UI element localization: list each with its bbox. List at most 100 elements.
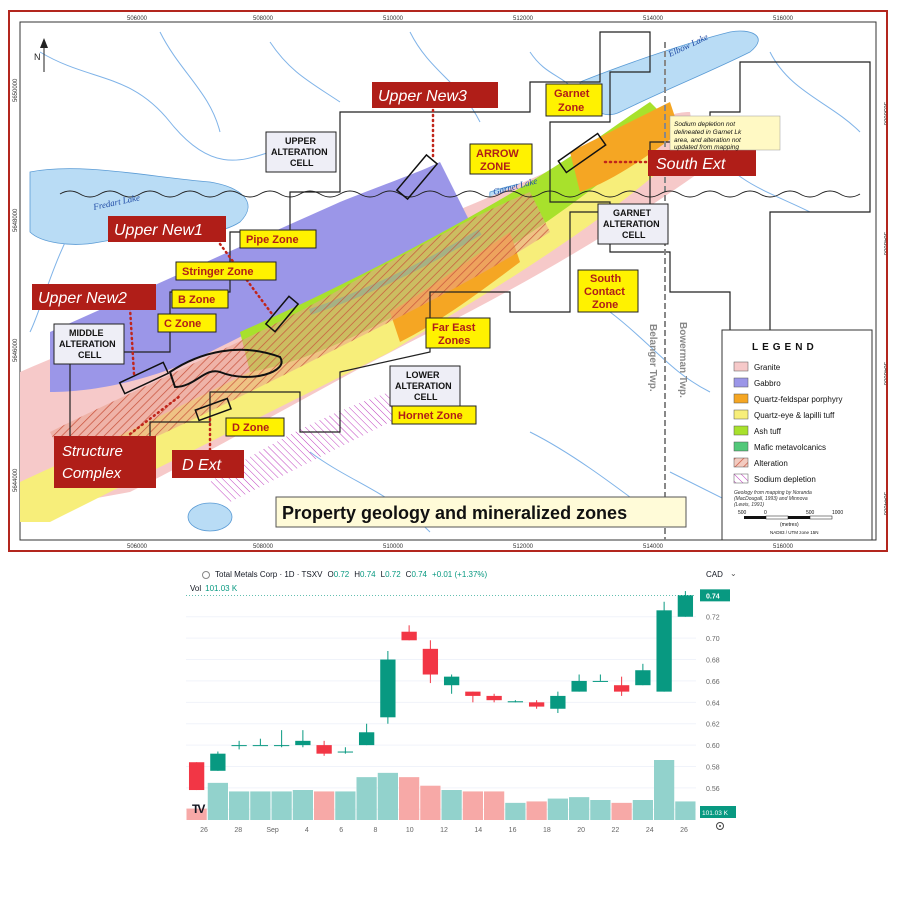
ohlc-open: 0.72 xyxy=(333,570,350,579)
settings-icon[interactable] xyxy=(716,822,724,830)
zone-arrow-line1: ARROW xyxy=(476,148,519,160)
candle-body xyxy=(656,610,672,692)
volume-badge xyxy=(700,806,736,818)
price-chart[interactable]: 0.540.560.580.600.620.640.660.680.700.72… xyxy=(182,566,742,840)
x-tick-label: 8 xyxy=(373,827,377,834)
cell-upper-line1: UPPER xyxy=(285,136,317,146)
callout-structure-complex xyxy=(54,436,156,488)
ohlc-close: 0.74 xyxy=(411,570,428,579)
cell-lower-line3: CELL xyxy=(414,392,438,402)
zone-south-contact-line2: Contact xyxy=(584,286,625,298)
cell-middle-line3: CELL xyxy=(78,350,102,360)
easting-label: 506000 xyxy=(127,16,148,22)
volume-bar xyxy=(399,777,420,820)
legend-source-line2: (MacDougall, 1993) and Minnova xyxy=(734,496,808,502)
legend-swatch-quartz-eye xyxy=(733,409,749,420)
northing-label: 5648000 xyxy=(882,232,886,256)
x-tick-label: 26 xyxy=(680,827,688,834)
legend-label: Ash tuff xyxy=(754,427,782,436)
northing-label: 5650000 xyxy=(882,102,886,126)
chevron-down-icon[interactable]: ⌄ xyxy=(730,569,737,578)
zone-stringer-label: Stringer Zone xyxy=(182,266,254,278)
symbol-title[interactable]: Total Metals Corp · 1D · TSXV xyxy=(215,570,323,579)
chart-header: Total Metals Corp · 1D · TSXV O0.72 H0.7… xyxy=(202,570,487,579)
candle-body xyxy=(316,745,332,754)
volume-bar xyxy=(186,808,207,820)
easting-label: 516000 xyxy=(773,544,794,550)
upper-new1-box xyxy=(264,295,300,333)
township-label: Bowerman Twp. xyxy=(677,322,688,398)
easting-label: 506000 xyxy=(127,544,148,550)
small-lake xyxy=(187,502,233,532)
x-tick-label: 28 xyxy=(234,827,242,834)
candle-body xyxy=(380,659,396,718)
symbol-icon xyxy=(202,570,210,579)
callout-d-ext-label: D Ext xyxy=(182,457,222,474)
zone-d xyxy=(225,417,285,437)
candle-body xyxy=(295,740,311,746)
scale-tick: 0 xyxy=(764,510,767,516)
callout-d-ext xyxy=(172,450,244,478)
ohlc-low-label: L xyxy=(380,570,386,579)
callout-leaders xyxy=(128,108,652,452)
candle-body xyxy=(358,732,375,746)
easting-label: 510000 xyxy=(383,544,404,550)
candle-body xyxy=(401,631,417,641)
callout-upper-new1 xyxy=(108,216,226,242)
volume-bar xyxy=(377,772,398,820)
candle-body xyxy=(592,680,609,682)
volume-bar xyxy=(462,791,483,820)
ohlc-high-label: H xyxy=(354,570,361,579)
upper-new2-box xyxy=(118,361,170,395)
legend-swatch-alteration xyxy=(733,457,749,468)
zone-stringer xyxy=(175,261,277,281)
y-tick-label: 0.64 xyxy=(706,700,720,707)
legend-title: LEGEND xyxy=(752,342,818,353)
legend-label: Quartz-feldspar porphyry xyxy=(754,395,842,404)
legend-label: Gabbro xyxy=(754,379,781,388)
cell-lower xyxy=(389,365,461,407)
candlestick-svg[interactable]: 0.540.560.580.600.620.640.660.680.700.72… xyxy=(182,566,742,840)
scale-tick: 500 xyxy=(806,510,815,516)
legend-swatch-gabbro xyxy=(733,377,749,388)
scale-tick: 500 xyxy=(738,510,747,516)
zone-pipe xyxy=(239,229,317,249)
zone-labels: Garnet Zone ARROW ZONE Pipe Zone Stringe… xyxy=(157,83,639,437)
volume-bar xyxy=(505,802,526,820)
tradingview-logo-icon[interactable]: TV xyxy=(192,802,205,816)
township-labels: Bowerman Twp. Belanger Twp. xyxy=(647,322,688,398)
easting-label: 508000 xyxy=(253,16,274,22)
northing-labels: 5650000 5648000 5646000 5644000 5650000 … xyxy=(13,78,886,516)
zone-d-label: D Zone xyxy=(232,422,269,434)
zone-south-contact xyxy=(577,269,639,313)
callout-upper-new3-label: Upper New3 xyxy=(378,88,467,105)
structure-complex-outline xyxy=(168,348,283,389)
northing-label: 5650000 xyxy=(13,78,19,102)
callout-upper-new2 xyxy=(32,284,156,310)
callout-south-ext xyxy=(648,150,756,176)
volume-label: Vol xyxy=(190,584,202,593)
zone-arrow xyxy=(469,143,533,175)
volume-bar xyxy=(229,791,250,820)
volume-bar xyxy=(632,800,653,820)
volume-bar xyxy=(314,791,335,820)
porphyry-unit xyxy=(570,102,680,192)
candle-body xyxy=(613,685,630,692)
legend-swatch-mafic xyxy=(733,441,749,452)
volume-bar xyxy=(547,798,568,820)
zone-far-east xyxy=(425,317,491,349)
volume-bar xyxy=(654,760,675,820)
easting-label: 514000 xyxy=(643,544,664,550)
legend-label: Sodium depletion xyxy=(754,475,816,484)
currency-selector[interactable]: CAD xyxy=(706,570,723,579)
legend-source-line1: Geology from mapping by Noranda xyxy=(734,490,812,496)
note-line1: Sodium depletion not xyxy=(674,121,736,128)
legend-label: Quartz-eye & lapilli tuff xyxy=(754,411,835,420)
cell-upper xyxy=(265,131,337,173)
x-tick-label: Sep xyxy=(266,827,279,834)
candle-body xyxy=(528,702,545,707)
legend-swatch-ash-tuff xyxy=(733,425,749,436)
volume-bar xyxy=(271,791,292,820)
x-tick-label: 16 xyxy=(509,827,517,834)
geology-map: 506000 508000 510000 512000 514000 51600… xyxy=(8,10,888,552)
